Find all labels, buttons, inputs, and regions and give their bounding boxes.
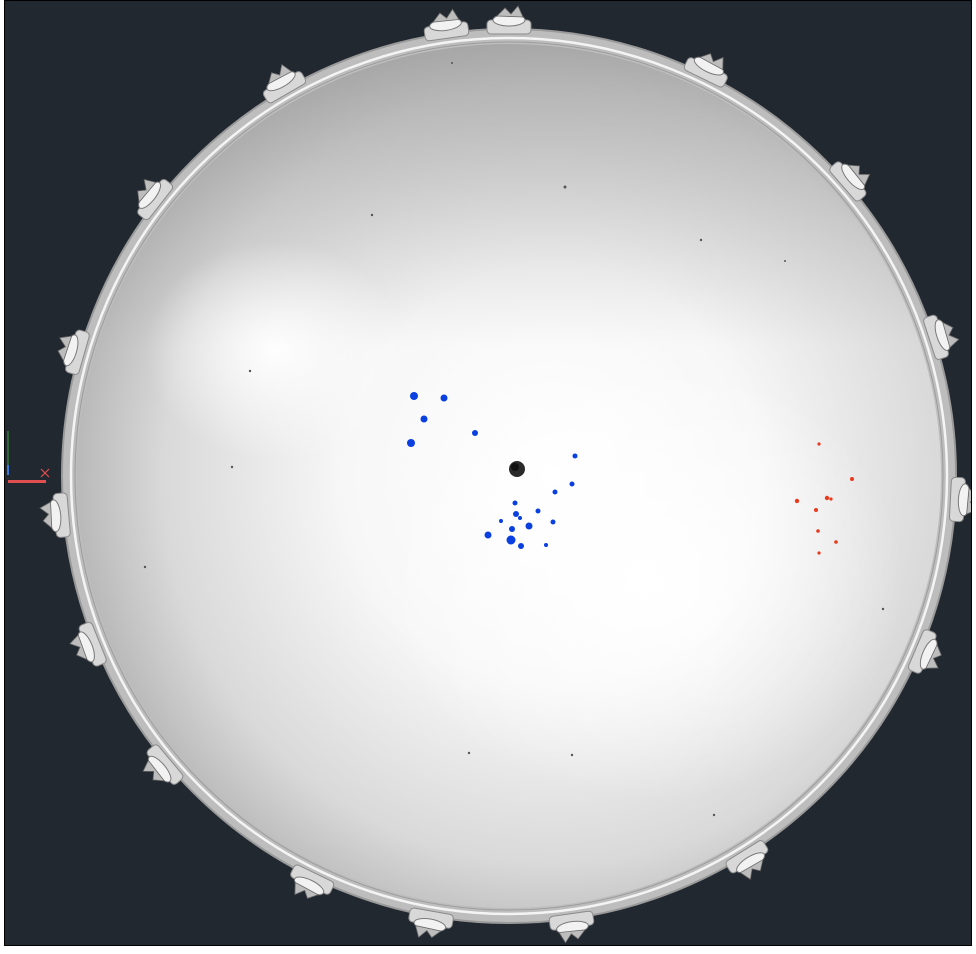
ucs-axis-icon bbox=[7, 431, 50, 483]
red-target-marker[interactable] bbox=[834, 540, 838, 544]
red-target-marker[interactable] bbox=[824, 495, 830, 501]
blue-target-marker[interactable] bbox=[440, 394, 448, 402]
rim-fixture bbox=[948, 476, 971, 523]
blue-target-marker[interactable] bbox=[410, 392, 418, 400]
rim-fixture bbox=[548, 910, 595, 944]
x-axis-label-2 bbox=[40, 468, 50, 478]
rim-fixture bbox=[137, 178, 174, 221]
dome-inner-ring-shadow bbox=[74, 41, 944, 911]
rim-fixture bbox=[57, 329, 90, 375]
blue-target-markers[interactable] bbox=[407, 392, 578, 549]
rim-fixture bbox=[683, 53, 728, 88]
blue-target-marker[interactable] bbox=[420, 415, 428, 423]
blue-target-marker[interactable] bbox=[544, 543, 548, 547]
rim-fixture bbox=[39, 492, 71, 538]
blue-target-marker[interactable] bbox=[407, 439, 415, 447]
rim-fixture bbox=[142, 744, 184, 785]
red-target-marker[interactable] bbox=[816, 529, 820, 533]
rim-fixture bbox=[423, 8, 470, 42]
blue-target-marker[interactable] bbox=[484, 531, 492, 539]
red-target-marker[interactable] bbox=[829, 497, 833, 501]
dome-highlight-right bbox=[385, 361, 905, 801]
blue-target-marker[interactable] bbox=[518, 543, 524, 549]
blue-target-marker[interactable] bbox=[552, 489, 558, 495]
blue-target-marker[interactable] bbox=[472, 430, 478, 436]
rim-fixture bbox=[829, 161, 871, 202]
dome-highlight-left bbox=[145, 241, 405, 461]
surface-specks bbox=[143, 62, 885, 817]
red-target-marker[interactable] bbox=[794, 498, 800, 504]
blue-target-marker[interactable] bbox=[506, 535, 516, 545]
rim-fixture bbox=[907, 629, 942, 674]
rim-fixture bbox=[69, 621, 107, 667]
blue-target-marker[interactable] bbox=[499, 519, 503, 523]
rim-fixture bbox=[290, 864, 335, 899]
blue-target-marker[interactable] bbox=[513, 511, 519, 517]
rim-fixture bbox=[725, 840, 769, 880]
rim-fixtures bbox=[39, 5, 971, 944]
x-axis-bar bbox=[8, 480, 46, 483]
point-cloud-scene[interactable] bbox=[5, 1, 972, 946]
model-viewport[interactable] bbox=[4, 0, 972, 946]
rim-fixture bbox=[486, 5, 532, 35]
blue-target-marker[interactable] bbox=[512, 500, 518, 506]
red-target-markers[interactable] bbox=[794, 442, 854, 555]
rim-fixture bbox=[262, 63, 307, 104]
blue-target-marker[interactable] bbox=[518, 516, 522, 520]
blue-target-marker[interactable] bbox=[569, 481, 575, 487]
blue-target-marker[interactable] bbox=[535, 508, 541, 514]
blue-target-marker[interactable] bbox=[525, 522, 533, 530]
red-target-marker[interactable] bbox=[814, 508, 818, 512]
rim-fixture bbox=[923, 314, 960, 360]
blue-target-marker[interactable] bbox=[550, 519, 556, 525]
red-target-marker[interactable] bbox=[817, 442, 821, 446]
dome-inner-ring bbox=[69, 36, 949, 916]
red-target-marker[interactable] bbox=[817, 551, 821, 555]
red-target-marker[interactable] bbox=[850, 477, 854, 481]
blue-target-marker[interactable] bbox=[509, 526, 515, 532]
blue-target-marker[interactable] bbox=[572, 453, 578, 459]
rim-fixture bbox=[408, 907, 454, 939]
